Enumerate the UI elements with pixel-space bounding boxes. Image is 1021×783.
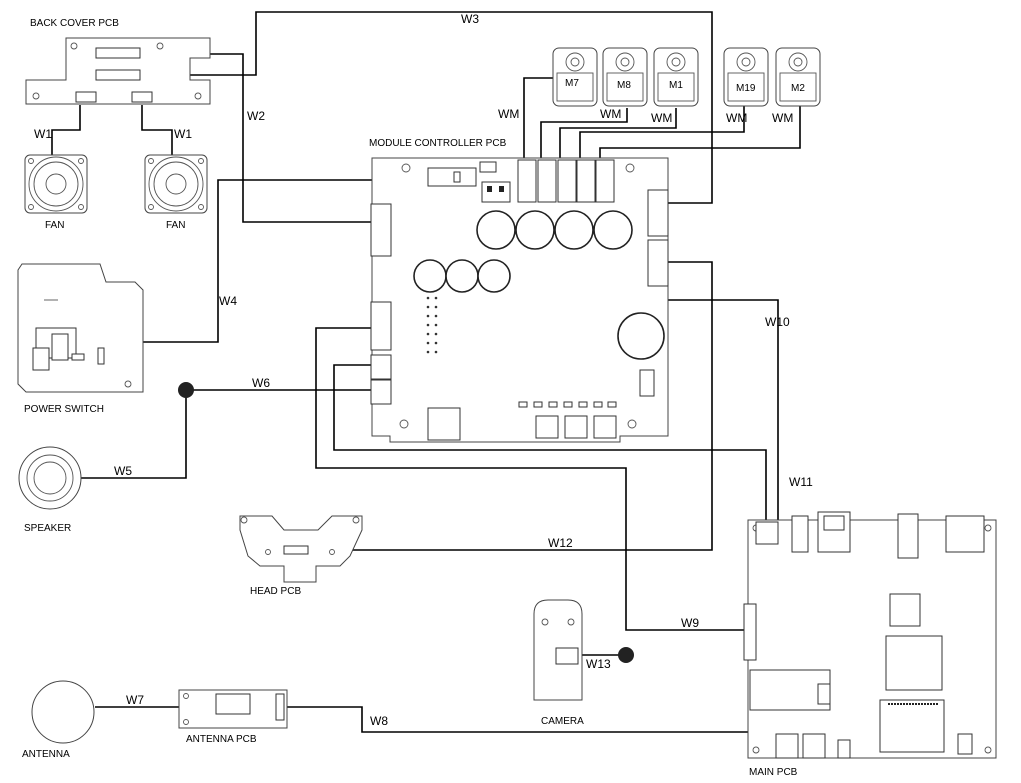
label-main-pcb: MAIN PCB [749, 767, 798, 778]
wire-label-w9: W9 [681, 616, 699, 630]
junction-dot-w13 [618, 647, 634, 663]
wire-labels: W1 W1 W2 W3 W4 W6 W5 W7 W8 W9 W10 W11 W1… [34, 12, 813, 728]
wire-label-wm: WM [600, 107, 621, 121]
antenna-pcb [178, 689, 288, 729]
main-pcb [743, 511, 997, 759]
wire-wm-m19 [579, 106, 745, 160]
label-antenna: ANTENNA [22, 749, 70, 760]
wire-label-w1-right: W1 [174, 127, 192, 141]
wire-label-w12: W12 [548, 536, 573, 550]
wire-w12 [308, 261, 713, 551]
motor-m7 [552, 47, 598, 107]
wire-w3 [140, 11, 713, 204]
wire-label-w7: W7 [126, 693, 144, 707]
fan-left [24, 154, 88, 214]
wire-label-wm: WM [772, 111, 793, 125]
motor-label: M19 [736, 83, 756, 94]
wire-label-w2: W2 [247, 109, 265, 123]
wire-label-w8: W8 [370, 714, 388, 728]
motor-m1 [653, 47, 699, 107]
label-camera: CAMERA [541, 716, 584, 727]
wire-w9 [315, 327, 745, 631]
wire-w1-left [51, 105, 81, 155]
wire-label-w6: W6 [252, 376, 270, 390]
wire-label-wm: WM [651, 111, 672, 125]
motor-m8 [602, 47, 648, 107]
wire-label-wm: WM [726, 111, 747, 125]
fan-right [144, 154, 208, 214]
wire-label-w13: W13 [586, 657, 611, 671]
motor-m2 [775, 47, 821, 107]
motor-label: M8 [617, 80, 631, 91]
label-power-switch: POWER SWITCH [24, 404, 104, 415]
power-switch [17, 263, 144, 393]
back-cover-pcb [25, 37, 211, 105]
wire-label-w4: W4 [219, 294, 237, 308]
label-antenna-pcb: ANTENNA PCB [186, 734, 257, 745]
wire-label-w10: W10 [765, 315, 790, 329]
wire-w1-right [141, 105, 173, 155]
motor-label: M2 [791, 83, 805, 94]
wire-w4 [143, 179, 428, 343]
component-labels: BACK COVER PCB MODULE CONTROLLER PCB FAN… [22, 18, 798, 778]
wire-wm-m1 [559, 108, 677, 160]
junction-dot-w6 [178, 382, 194, 398]
wire-label-wm: WM [498, 107, 519, 121]
wire-label-w5: W5 [114, 464, 132, 478]
wire-label-w1-left: W1 [34, 127, 52, 141]
module-controller-pcb [370, 157, 669, 443]
wire-wm-m2 [599, 106, 801, 160]
label-fan-right: FAN [166, 220, 185, 231]
wire-wm-m7 [523, 77, 553, 160]
label-speaker: SPEAKER [24, 523, 71, 534]
wire-w11 [333, 364, 767, 520]
wire-label-w3: W3 [461, 12, 479, 26]
wire-wm-m8 [540, 108, 628, 160]
motor-label: M1 [669, 80, 683, 91]
wire-w5 [80, 390, 187, 479]
motor-labels: M7 M8 M1 M19 M2 [565, 78, 805, 94]
antenna [31, 680, 95, 744]
camera [533, 599, 583, 701]
label-fan-left: FAN [45, 220, 64, 231]
head-pcb [239, 515, 363, 583]
wires [51, 11, 801, 733]
label-head-pcb: HEAD PCB [250, 586, 301, 597]
wire-label-w11: W11 [789, 475, 813, 489]
label-module-controller-pcb: MODULE CONTROLLER PCB [369, 138, 507, 149]
wire-w8 [283, 706, 748, 733]
motor-m19 [723, 47, 769, 107]
speaker [18, 446, 82, 510]
label-back-cover-pcb: BACK COVER PCB [30, 18, 119, 29]
motor-label: M7 [565, 78, 579, 89]
